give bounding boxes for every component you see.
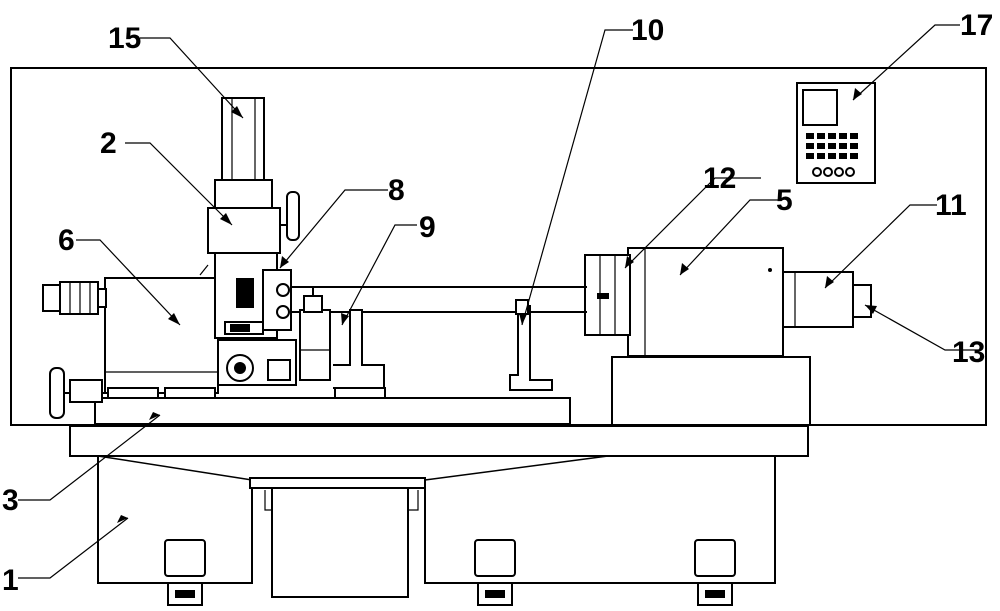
label-10: 10 xyxy=(631,14,664,47)
tailstock-support xyxy=(300,288,385,398)
label-13: 13 xyxy=(952,336,985,369)
leveling-feet xyxy=(168,583,732,605)
label-1: 1 xyxy=(2,564,19,597)
bed-rail xyxy=(95,398,570,424)
base-platform xyxy=(70,426,808,456)
grinding-carriage xyxy=(218,340,296,385)
steady-rest xyxy=(510,300,552,390)
label-3: 3 xyxy=(2,484,19,517)
label-12: 12 xyxy=(703,162,736,195)
right-support-stand xyxy=(612,357,810,425)
label-15: 15 xyxy=(108,22,141,55)
base-window-left xyxy=(165,540,205,576)
base-window-middle xyxy=(475,540,515,576)
grinding-spindle xyxy=(263,270,291,330)
label-17: 17 xyxy=(960,9,993,42)
chuck xyxy=(585,255,630,335)
label-6: 6 xyxy=(58,224,75,257)
label-9: 9 xyxy=(419,211,436,244)
control-panel xyxy=(797,83,875,183)
headstock-housing xyxy=(628,248,783,356)
label-2: 2 xyxy=(100,127,117,160)
label-8: 8 xyxy=(388,174,405,207)
label-11: 11 xyxy=(935,189,967,222)
base-window-right xyxy=(695,540,735,576)
label-5: 5 xyxy=(776,184,793,217)
